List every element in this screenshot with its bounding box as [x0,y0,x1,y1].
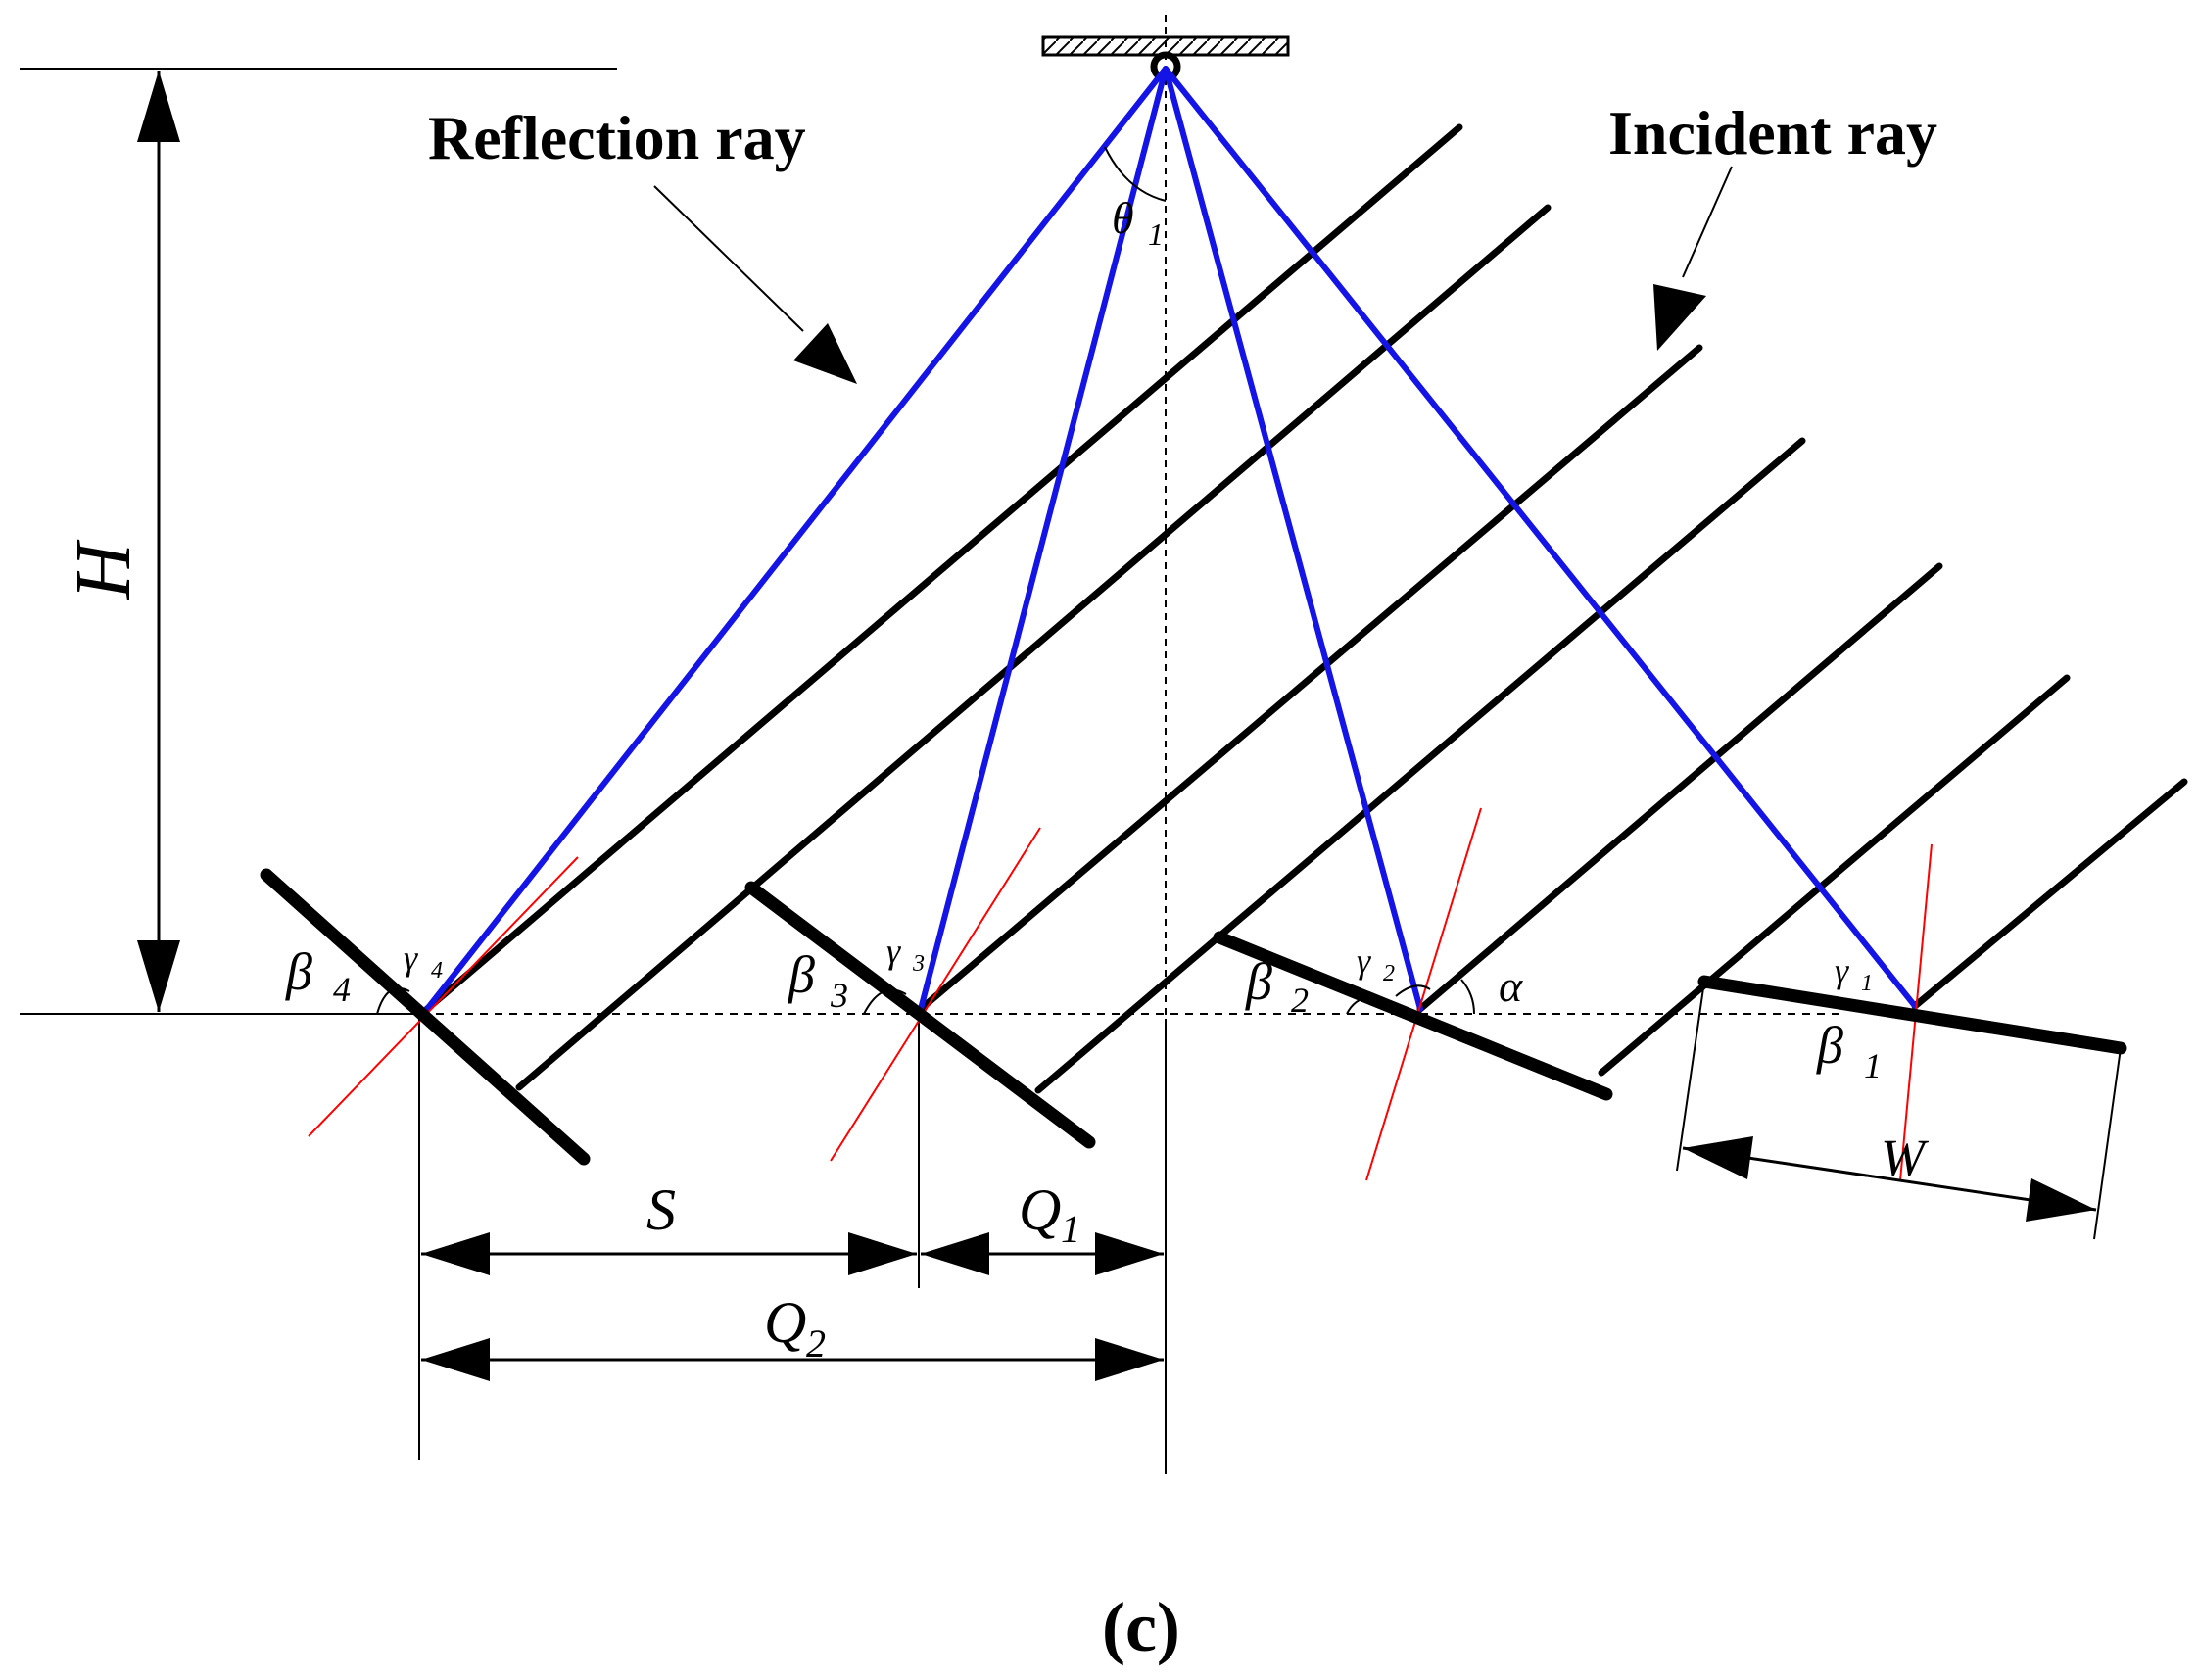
incident-ray [1416,562,1943,1013]
s-dimension [421,1232,917,1275]
height-dimension [137,71,180,1012]
beta-2-sub-label: 2 [1291,981,1309,1020]
incident-ray [515,204,1552,1091]
q1-sub-label: 1 [1061,1207,1080,1251]
reflection-ray-3 [918,66,1169,1012]
reflection-rays [424,66,1918,1012]
incident-ray-label: Incident ray [1608,98,1937,168]
normal-3 [830,827,1041,1162]
theta-arc [1104,146,1167,202]
reflection-ray-2 [1163,66,1423,1012]
incident-ray [1598,674,2071,1077]
mirror-2 [1213,931,1613,1101]
reflection-ray-1 [1163,66,1918,1009]
beta-3-sub-label: 3 [830,976,848,1015]
angle-arcs [376,146,1475,1015]
alpha-label: α [1499,961,1523,1011]
normal-2 [1365,807,1482,1181]
gamma-3-sub-label: 3 [912,951,925,977]
incident-ray [917,344,1703,1013]
mirror-1 [1697,975,2127,1055]
beta-1-label: β [1816,1016,1843,1075]
q2-sub-label: 2 [806,1321,826,1366]
q2-dimension [421,1338,1164,1381]
reflection-ray-label: Reflection ray [428,103,806,172]
theta-label: θ [1112,193,1134,243]
q1-dimension [921,1232,1164,1275]
gamma-2-sub-label: 2 [1383,961,1395,986]
beta-1-sub-label: 1 [1864,1046,1882,1085]
panel-label: (c) [1102,1588,1180,1666]
incident-ray [1911,778,2188,1010]
spacing-label: S [646,1177,676,1242]
beta-2-label: β [1245,952,1272,1011]
beta-3-label: β [788,945,815,1004]
mirror-4 [260,868,591,1166]
reflection-ray-4 [424,66,1169,1012]
beta-4-sub-label: 4 [333,970,351,1009]
width-label: W [1881,1128,1930,1187]
gamma-3-label: γ [886,932,901,971]
beta-4-arc [376,986,410,1015]
gamma-1-sub-label: 1 [1861,971,1873,996]
w-dimension [1676,981,2122,1240]
q1-label: Q [1019,1177,1061,1242]
incident-rays [423,123,2188,1094]
gamma-1-label: γ [1835,951,1849,990]
reflection-pointer [653,185,857,384]
beta-2-arc [1346,995,1380,1015]
incident-ray [423,123,1463,1013]
height-label: H [61,539,147,600]
gamma-4-label: γ [404,938,418,978]
incident-ray [1034,437,1806,1094]
gamma-4-sub-label: 4 [431,958,443,984]
beta-3-arc [863,988,907,1015]
theta-sub-label: 1 [1148,216,1164,252]
alpha-arc [1460,979,1475,1015]
q2-label: Q [764,1290,806,1355]
mirror-3 [744,881,1096,1149]
mirrors [260,868,2127,1166]
gamma-2-arc [1395,984,1431,997]
beta-4-label: β [285,942,312,1001]
normal-4 [308,856,579,1137]
incident-pointer [1653,166,1733,351]
gamma-2-label: γ [1357,941,1371,981]
